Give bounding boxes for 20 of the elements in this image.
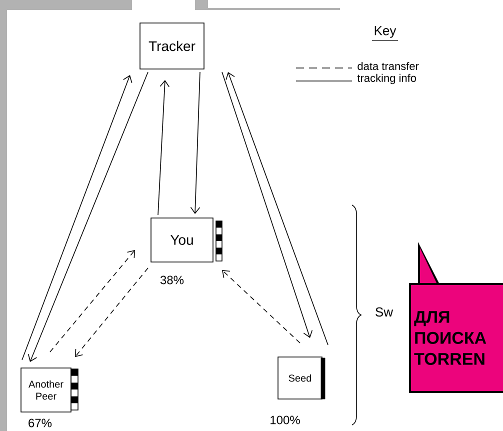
arrow: [226, 72, 328, 346]
node-box: Tracker: [140, 22, 204, 70]
arrow: [158, 80, 170, 216]
percentage-label: 100%: [270, 416, 300, 424]
arrow: [22, 75, 132, 360]
arrow: [28, 72, 148, 362]
percentage-label: 67%: [28, 418, 52, 428]
legend-label: data transfer: [358, 62, 419, 70]
node-box: Another Peer: [20, 368, 72, 412]
node-box: You: [150, 218, 214, 262]
brace-label: Sw: [376, 307, 394, 317]
legend-label: tracking info: [357, 74, 416, 84]
arrow: [222, 270, 300, 344]
percentage-label: 38%: [160, 276, 184, 284]
arrow: [190, 72, 200, 214]
arrow: [50, 250, 135, 352]
legend-heading: Key: [372, 26, 398, 42]
arrow: [75, 268, 148, 357]
arrow: [222, 72, 313, 338]
callout: ДЛЯ ПОИСКА TORREN: [409, 242, 503, 393]
